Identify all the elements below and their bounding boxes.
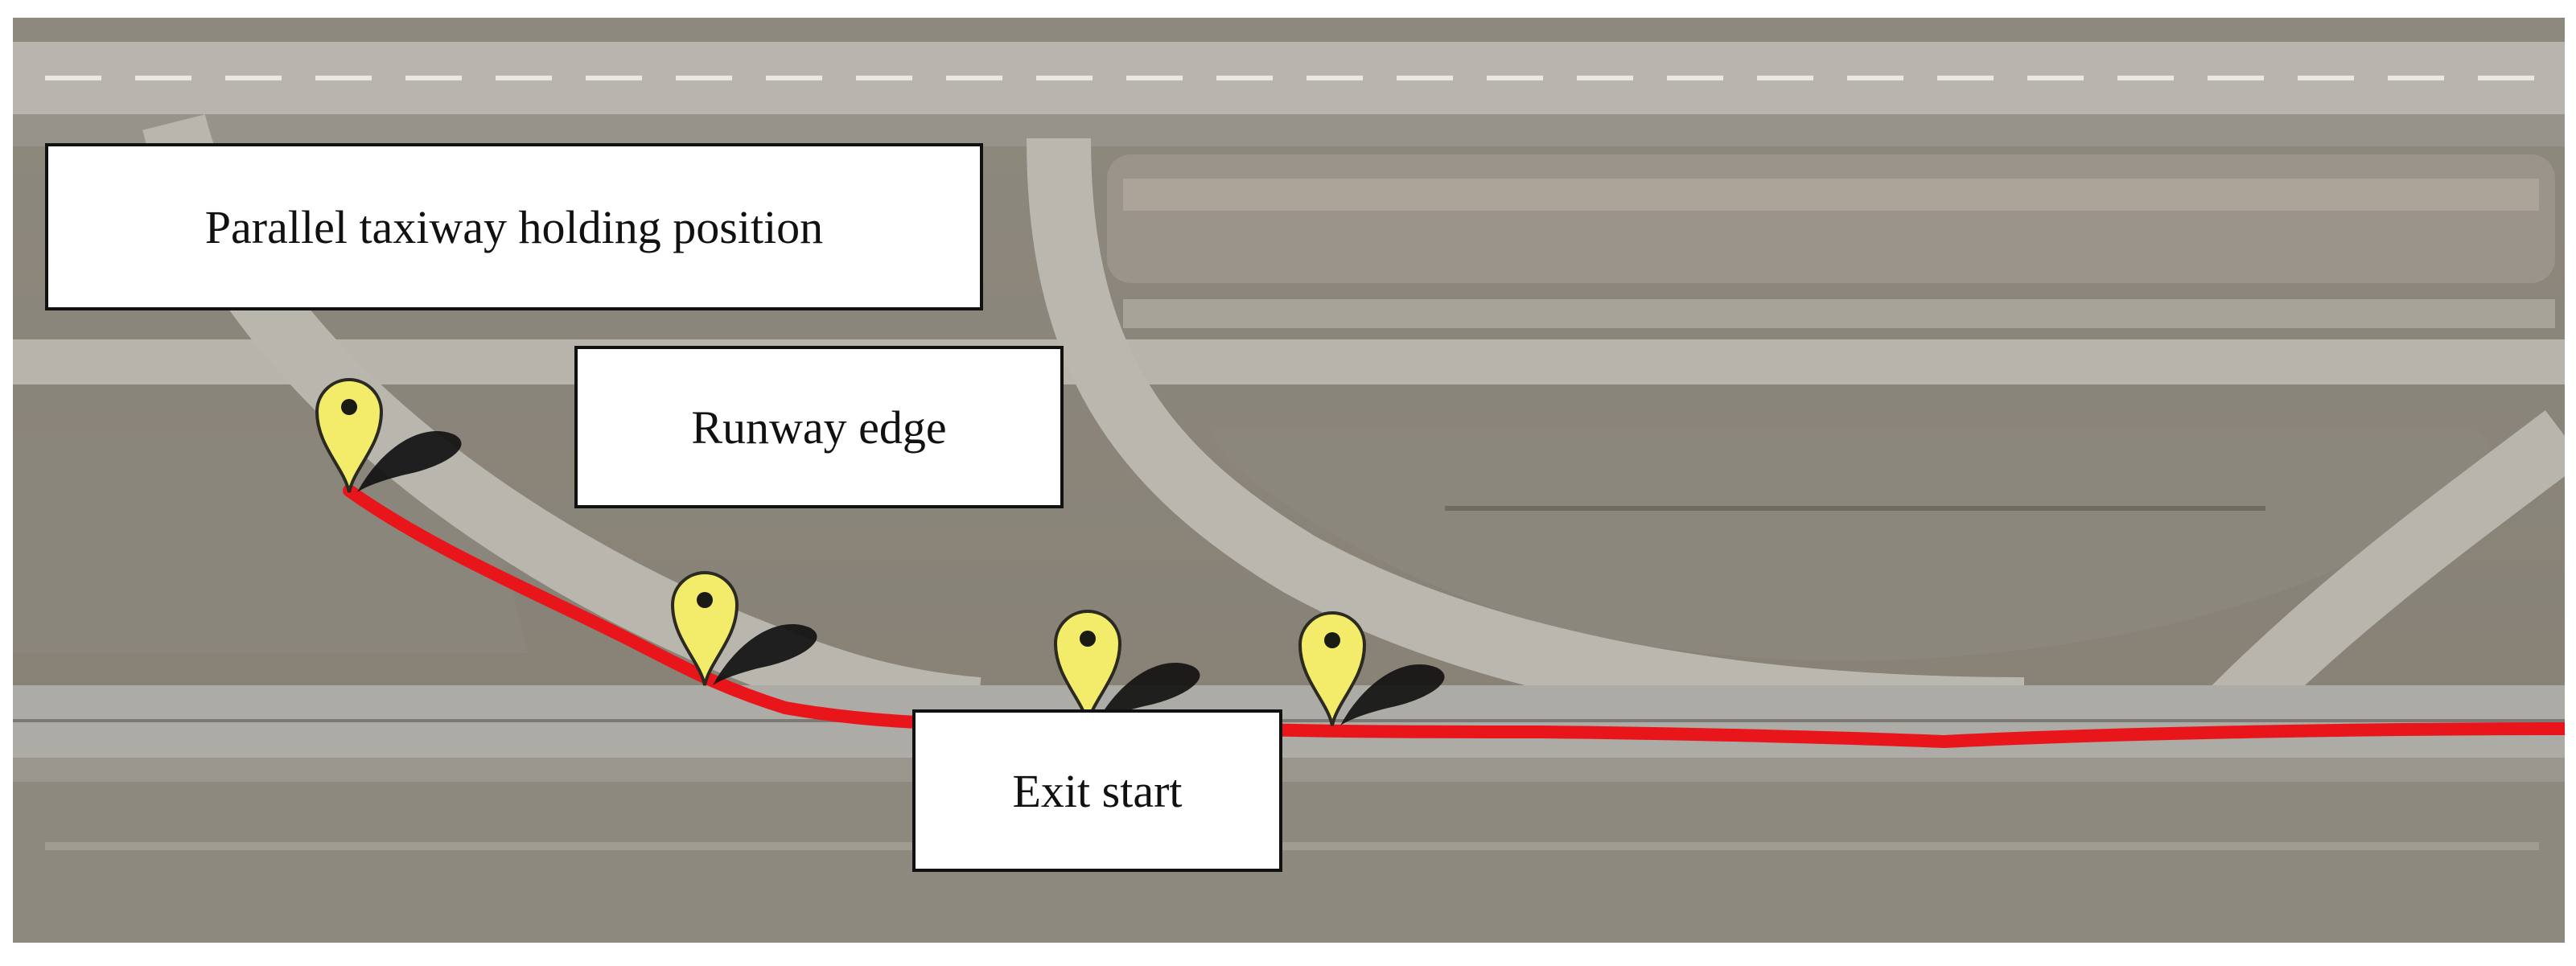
runway-edge-label: Runway edge	[574, 346, 1064, 508]
top-taxiway	[13, 42, 2565, 114]
satellite-map	[13, 18, 2565, 943]
map-frame	[13, 18, 2565, 943]
exit-start-label: Exit start	[912, 709, 1282, 872]
holding-position-label: Parallel taxiway holding position	[45, 143, 983, 310]
